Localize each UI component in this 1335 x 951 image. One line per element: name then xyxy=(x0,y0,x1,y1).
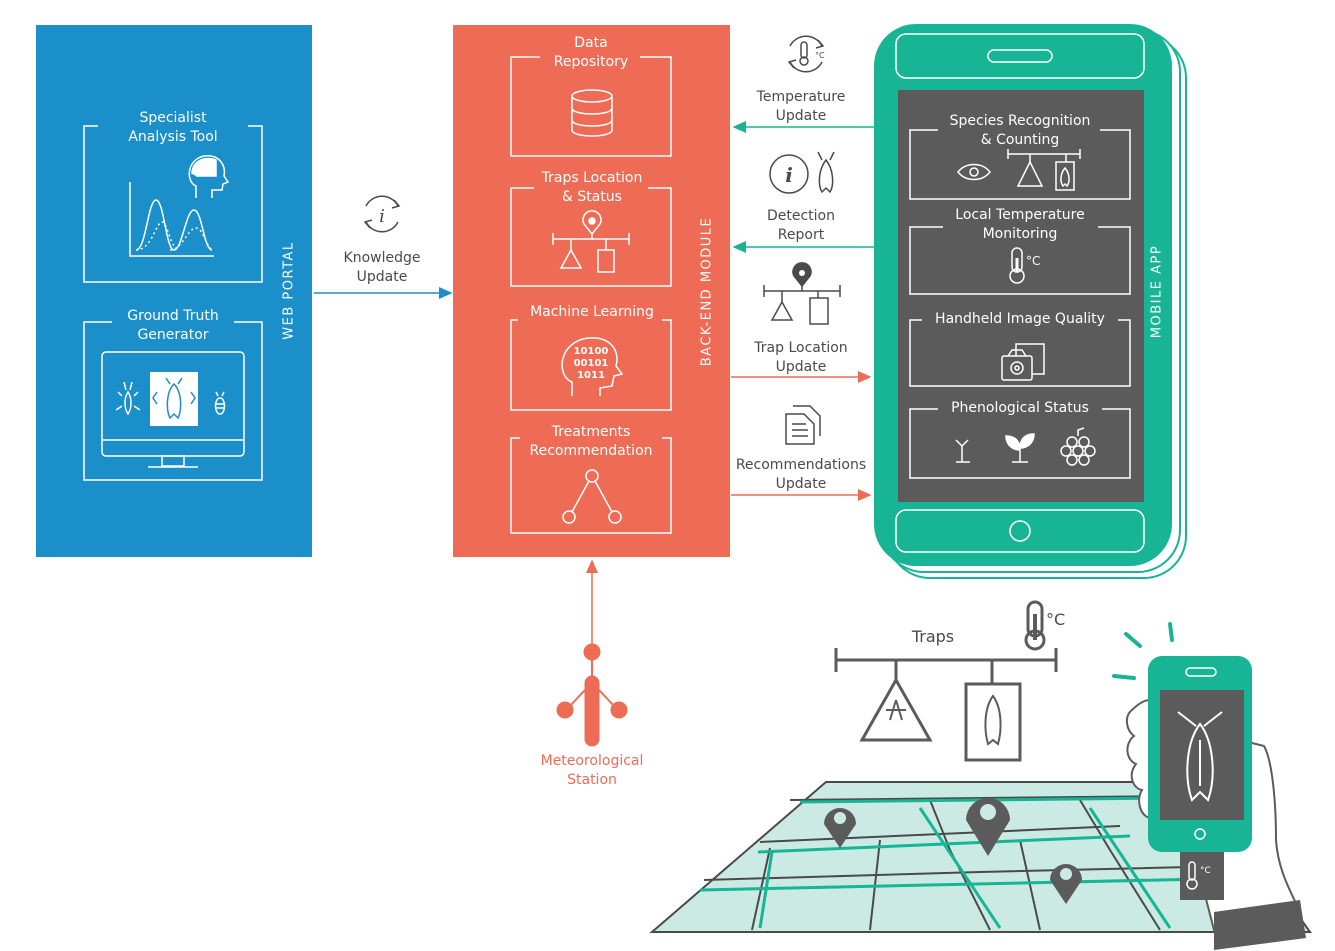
field-map xyxy=(649,781,1312,933)
documents-icon xyxy=(785,405,821,445)
data-repository-box xyxy=(510,56,672,157)
svg-text:°C: °C xyxy=(815,51,825,60)
handheld-celsius-label: °C xyxy=(1200,866,1211,876)
phenological-box xyxy=(909,408,1131,479)
recommendations-update-label: Recommendations Update xyxy=(735,457,867,492)
svg-text:i: i xyxy=(379,206,385,227)
image-quality-label: Handheld Image Quality xyxy=(935,311,1105,327)
binary-line: 1011 xyxy=(577,370,605,381)
svg-text:i: i xyxy=(785,163,793,187)
temperature-update-label: Temperature Update xyxy=(756,89,846,124)
trap-location-flow-icon xyxy=(763,262,841,325)
trap-location-update-label: Trap Location Update xyxy=(754,340,848,375)
binary-line: 10100 xyxy=(573,346,609,357)
treatments-label: Treatments Recommendation xyxy=(529,424,653,459)
eye-icon xyxy=(957,163,991,181)
head-icon xyxy=(188,155,230,198)
treatments-box xyxy=(510,437,672,534)
web-portal-panel xyxy=(36,25,312,557)
field-traps-icon xyxy=(834,648,1058,762)
map-pin-icon xyxy=(1050,864,1082,904)
phenological-label: Phenological Status xyxy=(951,400,1089,416)
leaves-icon xyxy=(1005,433,1035,463)
ml-head-icon xyxy=(561,337,624,396)
handheld-phone xyxy=(1112,622,1306,950)
mobile-phone xyxy=(874,24,1187,579)
mobile-app-title: MOBILE APP xyxy=(1149,244,1165,339)
refresh-info-icon: i xyxy=(363,195,401,233)
species-trap-icon xyxy=(1007,149,1081,191)
image-quality-box xyxy=(909,319,1131,387)
species-label: Species Recognition & Counting xyxy=(949,113,1091,148)
traps-label: Traps xyxy=(911,627,955,646)
camera-icon xyxy=(1001,343,1045,381)
grapes-icon xyxy=(1060,427,1096,466)
local-temp-box xyxy=(909,226,1131,295)
sprout-icon xyxy=(955,439,970,463)
traps-location-label: Traps Location & Status xyxy=(541,170,643,205)
species-box xyxy=(909,129,1131,200)
detection-report-label: Detection Report xyxy=(766,208,835,243)
knowledge-update-label: Knowledge Update xyxy=(343,250,421,285)
trap-location-icon xyxy=(552,210,630,273)
local-temp-label: Local Temperature Monitoring xyxy=(955,207,1085,242)
database-icon xyxy=(571,89,613,137)
meteorological-station-icon xyxy=(556,643,628,747)
celsius-label: °C xyxy=(1026,254,1041,268)
field-celsius-label: °C xyxy=(1046,610,1066,629)
machine-learning-label: Machine Learning xyxy=(530,304,654,320)
map-pin-icon xyxy=(966,798,1010,856)
backend-title: BACK-END MODULE xyxy=(699,216,715,367)
map-pin-icon xyxy=(824,808,856,848)
ground-truth-box xyxy=(83,321,263,481)
binary-code: 10100 00101 1011 xyxy=(571,346,611,382)
detection-info-icon: i xyxy=(769,151,835,194)
decision-tree-icon xyxy=(562,469,622,524)
field-thermometer-icon xyxy=(1024,600,1046,651)
meteorological-station-label: Meteorological Station xyxy=(540,753,644,788)
temperature-refresh-icon: °C xyxy=(787,35,825,73)
analysis-chart-icon xyxy=(129,182,215,257)
web-portal-title: WEB PORTAL xyxy=(281,241,297,340)
machine-learning-box xyxy=(510,319,672,411)
specialist-tool-box xyxy=(83,125,263,283)
specialist-tool-label: Specialist Analysis Tool xyxy=(128,110,218,145)
data-repository-label: Data Repository xyxy=(553,35,629,70)
binary-line: 00101 xyxy=(573,358,609,369)
thermometer-icon xyxy=(1009,247,1025,284)
backend-panel xyxy=(453,25,730,557)
ground-truth-label: Ground Truth Generator xyxy=(127,308,219,343)
traps-location-box xyxy=(510,187,672,287)
